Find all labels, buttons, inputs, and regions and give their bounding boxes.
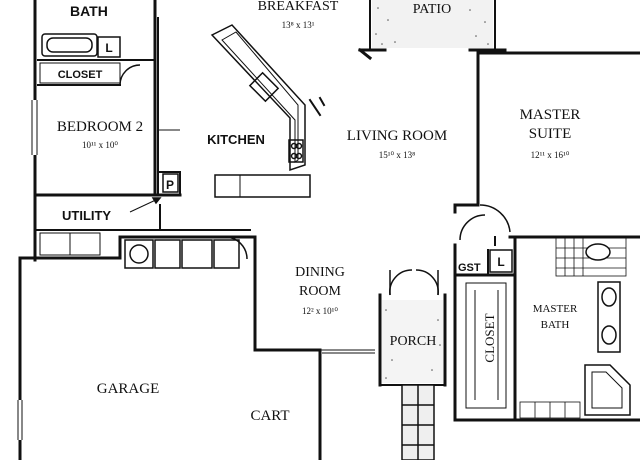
master-tub	[584, 364, 631, 416]
linen-2-mark: L	[497, 255, 504, 269]
fixtures	[17, 24, 631, 440]
water-heater-icon	[213, 239, 240, 269]
bedroom-2-label: BEDROOM 2	[57, 119, 143, 135]
closet-label: CLOSET	[58, 69, 103, 81]
pantry-mark: P	[166, 178, 174, 192]
washer-icon	[124, 239, 154, 269]
bedroom-2-dims: 10¹¹ x 10⁰	[82, 140, 118, 150]
bath-label: BATH	[70, 3, 108, 19]
master-bath-label-1: MASTER	[533, 303, 578, 315]
kitchen-label: KITCHEN	[207, 132, 265, 147]
dining-room-label-1: DINING	[295, 265, 345, 280]
master-suite-label-1: MASTER	[520, 107, 581, 123]
porch-texture	[382, 300, 443, 383]
toilet-icon	[585, 243, 611, 261]
bathtub-icon	[41, 33, 98, 57]
kitchen-counter	[210, 24, 306, 172]
breakfast-label: BREAKFAST	[258, 0, 339, 14]
living-room-dims: 15¹⁰ x 13⁸	[379, 150, 415, 160]
linen-mark: L	[105, 41, 112, 55]
master-suite-label-2: SUITE	[529, 126, 572, 142]
patio-label: PATIO	[413, 2, 451, 17]
breakfast-dims: 13⁸ x 13¹	[282, 20, 315, 30]
pantry-box	[162, 173, 179, 193]
linen-closet-2-box	[489, 249, 513, 273]
master-suite-dims: 12¹¹ x 16¹⁰	[531, 150, 570, 160]
stove-icon	[288, 139, 304, 163]
master-closet-label: CLOSET	[482, 313, 497, 362]
patio-texture	[372, 0, 493, 48]
gst-label: GST	[458, 262, 481, 274]
door-arc	[479, 204, 511, 233]
utility-label: UTILITY	[62, 208, 111, 223]
kitchen-lower-counter	[214, 174, 311, 198]
vanity-icon	[597, 281, 621, 353]
linen-closet-box	[97, 36, 121, 58]
sink-icon	[248, 71, 280, 103]
dining-room-label-2: ROOM	[299, 284, 342, 299]
living-room-label: LIVING ROOM	[347, 128, 447, 144]
porch-label: PORCH	[390, 334, 437, 349]
dryer-icon	[154, 239, 181, 269]
dining-room-dims: 12² x 10¹⁰	[302, 306, 338, 316]
garage-label: GARAGE	[97, 381, 160, 397]
master-bath-label-2: BATH	[541, 319, 570, 331]
walkway	[401, 384, 435, 460]
cart-label: CART	[250, 408, 289, 424]
